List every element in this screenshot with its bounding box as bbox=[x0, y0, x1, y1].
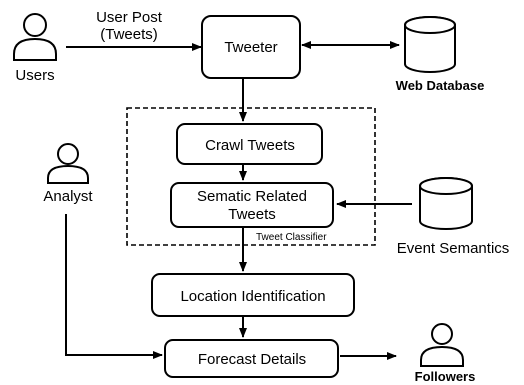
forecast-details-node bbox=[164, 339, 339, 378]
users-label: Users bbox=[15, 67, 54, 84]
location-identification-label: Location Identification bbox=[180, 288, 325, 305]
web-database-label: Web Database bbox=[396, 78, 485, 93]
event-semantics-database-icon bbox=[419, 177, 473, 230]
web-database-icon bbox=[404, 16, 456, 73]
followers-actor-icon bbox=[420, 323, 464, 367]
analyst-label: Analyst bbox=[43, 188, 93, 205]
users-actor-icon bbox=[13, 13, 57, 61]
tweet-classifier-group bbox=[126, 107, 376, 246]
semantic-related-tweets-label-line1: Sematic Related bbox=[197, 188, 307, 205]
analyst-to-forecast-arrow bbox=[65, 214, 163, 359]
tweeter-node bbox=[201, 15, 301, 79]
semantic-related-tweets-label-line2: Tweets bbox=[228, 206, 276, 223]
crawl-tweets-label: Crawl Tweets bbox=[205, 137, 295, 154]
analyst-actor-icon bbox=[47, 143, 89, 184]
user-post-label-sub: (Tweets) bbox=[100, 26, 158, 43]
location-identification-node bbox=[151, 273, 355, 317]
forecast-details-label: Forecast Details bbox=[198, 351, 306, 368]
tweet-classifier-label: Tweet Classifier bbox=[256, 232, 327, 243]
event-semantics-label: Event Semantics bbox=[397, 240, 510, 257]
semantic-related-tweets-node bbox=[170, 182, 334, 228]
tweeter-node-label: Tweeter bbox=[224, 39, 277, 56]
crawl-tweets-node bbox=[176, 123, 323, 165]
followers-label: Followers bbox=[415, 369, 476, 384]
user-post-label: User Post bbox=[96, 9, 163, 26]
